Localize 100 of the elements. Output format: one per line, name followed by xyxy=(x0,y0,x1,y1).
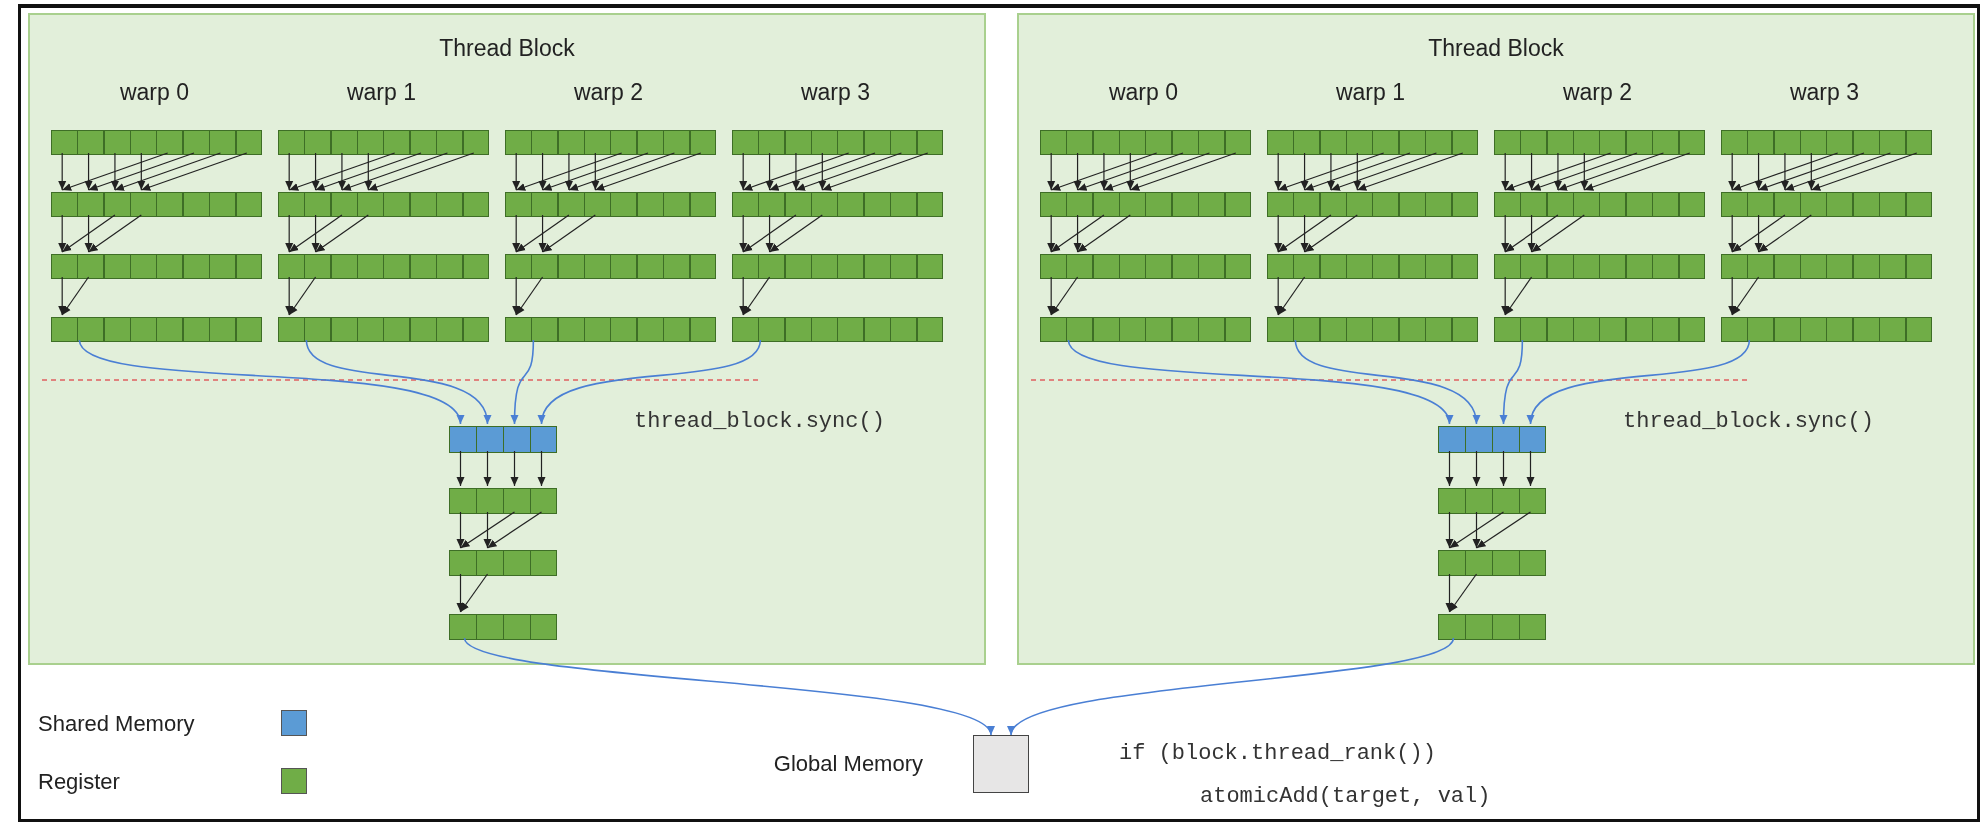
arrow xyxy=(1300,152,1309,191)
register-array xyxy=(505,254,716,279)
arrow xyxy=(1530,214,1585,253)
arrow xyxy=(538,214,547,253)
arrow xyxy=(1501,214,1510,253)
register-array xyxy=(51,192,262,217)
arrow xyxy=(1047,276,1056,316)
arrow xyxy=(1326,152,1335,191)
arrow xyxy=(311,214,320,253)
arrow xyxy=(84,152,93,191)
arrow xyxy=(1303,214,1358,253)
arrow xyxy=(1526,450,1535,487)
arrow xyxy=(288,276,317,316)
shared-memory-array xyxy=(449,426,557,453)
arrow xyxy=(58,214,67,253)
arrow xyxy=(515,214,570,253)
arrow xyxy=(1499,450,1508,487)
arrow xyxy=(483,450,492,487)
arrow xyxy=(1300,214,1309,253)
arrow xyxy=(1330,152,1438,191)
arrow xyxy=(742,276,771,316)
arrow xyxy=(515,276,544,316)
register-array xyxy=(449,488,557,514)
arrow xyxy=(1274,214,1283,253)
arrow xyxy=(1010,637,1455,736)
arrow xyxy=(1754,152,1763,191)
register-array xyxy=(1040,254,1251,279)
register-array xyxy=(1438,488,1546,514)
arrow xyxy=(1757,152,1865,191)
register-array xyxy=(1267,192,1478,217)
arrow xyxy=(87,214,142,253)
arrow xyxy=(1728,152,1737,191)
register-array xyxy=(732,254,943,279)
arrow xyxy=(1530,152,1638,191)
register-array xyxy=(1040,130,1251,155)
register-array xyxy=(51,254,262,279)
arrow xyxy=(58,152,67,191)
arrow xyxy=(1757,214,1812,253)
arrow xyxy=(1274,276,1283,316)
register-array xyxy=(1494,317,1705,342)
arrow xyxy=(1073,152,1082,191)
register-array xyxy=(732,317,943,342)
arrow xyxy=(1099,152,1108,191)
shared-memory-array xyxy=(1438,426,1546,453)
warp-label: warp 1 xyxy=(1334,79,1406,106)
arrow xyxy=(512,152,521,191)
arrow xyxy=(1728,214,1737,253)
arrow xyxy=(512,214,521,253)
arrow xyxy=(1731,152,1839,191)
register-array xyxy=(732,192,943,217)
arrow xyxy=(1103,152,1211,191)
arrow xyxy=(1445,511,1454,549)
arrow xyxy=(1129,152,1237,191)
arrow xyxy=(564,152,573,191)
arrow xyxy=(137,152,146,191)
arrow xyxy=(1728,276,1737,316)
register-array xyxy=(1438,614,1546,640)
register-array xyxy=(732,130,943,155)
register-array xyxy=(51,317,262,342)
register-array xyxy=(1494,192,1705,217)
arrow xyxy=(1050,276,1079,316)
warp-label: warp 0 xyxy=(1107,79,1179,106)
arrow xyxy=(1353,152,1362,191)
warp-label: warp 3 xyxy=(1788,79,1860,106)
legend-label: Shared Memory xyxy=(38,711,195,737)
arrow xyxy=(1527,152,1536,191)
arrow xyxy=(515,152,623,191)
thread-block-panel xyxy=(28,13,986,665)
arrow xyxy=(341,152,449,191)
arrow xyxy=(1277,276,1306,316)
arrow xyxy=(538,152,547,191)
arrow xyxy=(1445,450,1454,487)
register-array xyxy=(449,550,557,576)
arrow xyxy=(765,214,774,253)
register-array xyxy=(449,614,557,640)
arrow xyxy=(114,152,222,191)
arrow xyxy=(456,573,465,613)
arrow xyxy=(540,339,762,425)
arrow xyxy=(1076,152,1184,191)
warp-label: warp 2 xyxy=(572,79,644,106)
arrow xyxy=(305,339,490,425)
arrow xyxy=(1754,214,1763,253)
arrow xyxy=(510,339,535,425)
arrow xyxy=(367,152,475,191)
code-line: if (block.thread_rank()) xyxy=(1119,741,1436,766)
arrow xyxy=(1583,152,1691,191)
arrow xyxy=(285,276,294,316)
arrow xyxy=(61,152,169,191)
register-array xyxy=(1494,130,1705,155)
arrow xyxy=(768,214,823,253)
legend-label: Register xyxy=(38,769,120,795)
arrow xyxy=(739,276,748,316)
arrow xyxy=(364,152,373,191)
arrow xyxy=(1731,214,1786,253)
arrow xyxy=(1472,511,1481,549)
arrow xyxy=(1050,214,1105,253)
register-array xyxy=(1721,192,1932,217)
arrow xyxy=(459,511,516,549)
register-array xyxy=(1721,254,1932,279)
arrow xyxy=(541,214,596,253)
